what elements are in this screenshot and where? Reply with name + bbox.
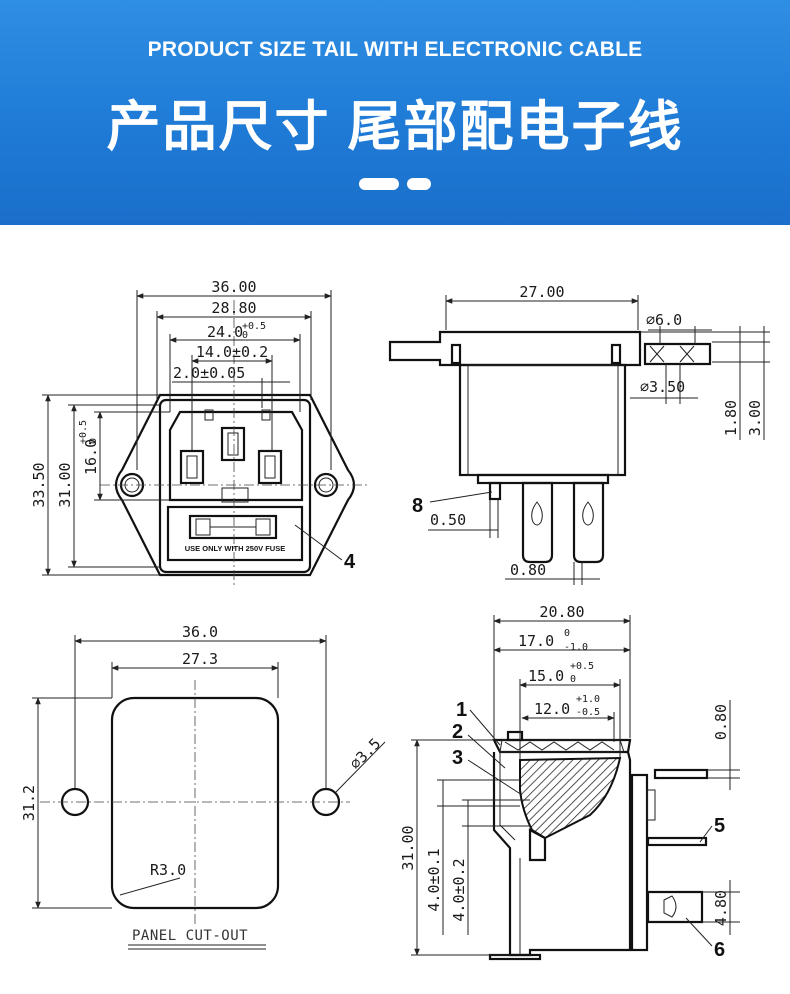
section-terminal-mid	[646, 836, 708, 847]
dim-side-3: 3.00	[746, 400, 764, 436]
callout-2: 2	[452, 721, 463, 743]
front-fuse-holder	[188, 514, 278, 540]
technical-drawing: USE ONLY WITH 250V FUSE 36.00 28.80 24.0…	[20, 278, 770, 961]
dim-section-4-01: 4.0±0.1	[425, 848, 443, 911]
section-terminal-top	[653, 768, 709, 780]
dim-front-24: 24.0	[207, 323, 243, 341]
callout-3: 3	[452, 747, 463, 769]
dim-front-24-tol-up: +0.5	[242, 321, 266, 332]
section-view: 20.80 17.0 0 -1.0 15.0 +0.5 0 12.0 +1.0 …	[399, 603, 740, 961]
dim-side-0-5: 0.50	[430, 511, 466, 529]
callout-1: 1	[456, 699, 467, 721]
dim-front-36: 36.00	[211, 278, 256, 296]
dim-section-12-tol-dn: -0.5	[576, 707, 600, 718]
front-view: USE ONLY WITH 250V FUSE 36.00 28.80 24.0…	[30, 278, 370, 585]
dim-front-16-tol-dn: 0	[88, 438, 99, 444]
dim-section-4-02: 4.0±0.2	[450, 858, 468, 921]
section-hatched-part	[519, 756, 622, 840]
callout-6: 6	[714, 939, 725, 961]
cutout-label: PANEL CUT-OUT	[132, 928, 248, 944]
dim-cutout-27-3: 27.3	[182, 650, 218, 668]
side-flange	[388, 330, 642, 367]
dim-front-2: 2.0±0.05	[173, 364, 245, 382]
callout-4: 4	[344, 551, 356, 573]
front-pin-left	[179, 449, 205, 485]
front-pin-right	[257, 449, 283, 485]
dim-section-15-tol-dn: 0	[570, 674, 576, 685]
dim-section-17-tol-up: 0	[564, 628, 570, 639]
section-flange	[492, 738, 632, 754]
callout-5: 5	[714, 815, 725, 837]
dim-section-17: 17.0	[518, 632, 554, 650]
dim-cutout-36: 36.0	[182, 623, 218, 641]
dim-front-33-5: 33.50	[30, 462, 48, 507]
side-terminal-left	[521, 481, 554, 564]
dim-side-1-8: 1.80	[722, 400, 740, 436]
dim-section-31: 31.00	[399, 825, 417, 870]
dim-side-27: 27.00	[519, 283, 564, 301]
dim-section-12-tol-up: +1.0	[576, 694, 600, 705]
side-body	[458, 363, 627, 477]
dim-cutout-r3: R3.0	[150, 861, 186, 879]
dim-side-phi6: ⌀6.0	[646, 311, 682, 329]
dim-section-0-8: 0.80	[712, 704, 730, 740]
front-flange-outline	[114, 393, 356, 577]
callout-8: 8	[412, 495, 423, 517]
dim-section-4-8: 4.80	[712, 890, 730, 926]
dim-cutout-31-2: 31.2	[20, 785, 38, 821]
banner-decoration	[359, 178, 431, 190]
dim-side-phi3-5: ⌀3.50	[640, 378, 685, 396]
dim-section-12: 12.0	[534, 700, 570, 718]
dim-front-24-tol-dn: 0	[242, 330, 248, 341]
header-banner: PRODUCT SIZE TAIL WITH ELECTRONIC CABLE …	[0, 0, 790, 225]
dim-front-16: 16.0	[82, 439, 100, 475]
front-socket-outline	[168, 410, 304, 502]
fuse-label: USE ONLY WITH 250V FUSE	[185, 544, 285, 553]
front-pin-earth	[220, 426, 246, 462]
dim-front-31: 31.00	[56, 462, 74, 507]
side-clip	[643, 342, 712, 366]
banner-dot-long	[359, 178, 399, 190]
dim-section-20-8: 20.80	[539, 603, 584, 621]
dim-cutout-phi3-5: ⌀3.5	[346, 735, 384, 773]
dim-side-0-8: 0.80	[510, 561, 546, 579]
banner-dot-short	[407, 178, 431, 190]
section-terminal-bottom	[646, 890, 704, 924]
dim-section-17-tol-dn: -1.0	[564, 642, 588, 653]
dim-front-14: 14.0±0.2	[196, 343, 268, 361]
dim-section-15: 15.0	[528, 667, 564, 685]
front-fuse-drawer	[166, 505, 304, 562]
side-terminal-right	[572, 481, 605, 564]
side-view: 27.00 ⌀6.0 ⌀3.50 1.80 3.00 0.50 0.80 8	[388, 283, 770, 585]
cutout-view: 36.0 27.3 31.2 ⌀3.5 R3.0 PANEL CUT-OUT	[20, 623, 386, 950]
front-body-outline	[158, 398, 312, 574]
dim-section-15-tol-up: +0.5	[570, 661, 594, 672]
banner-title-cn: 产品尺寸 尾部配电子线	[106, 97, 684, 157]
banner-title-en: PRODUCT SIZE TAIL WITH ELECTRONIC CABLE	[147, 38, 643, 61]
dim-front-28-8: 28.80	[211, 299, 256, 317]
dim-front-16-tol-up: +0.5	[78, 420, 89, 444]
